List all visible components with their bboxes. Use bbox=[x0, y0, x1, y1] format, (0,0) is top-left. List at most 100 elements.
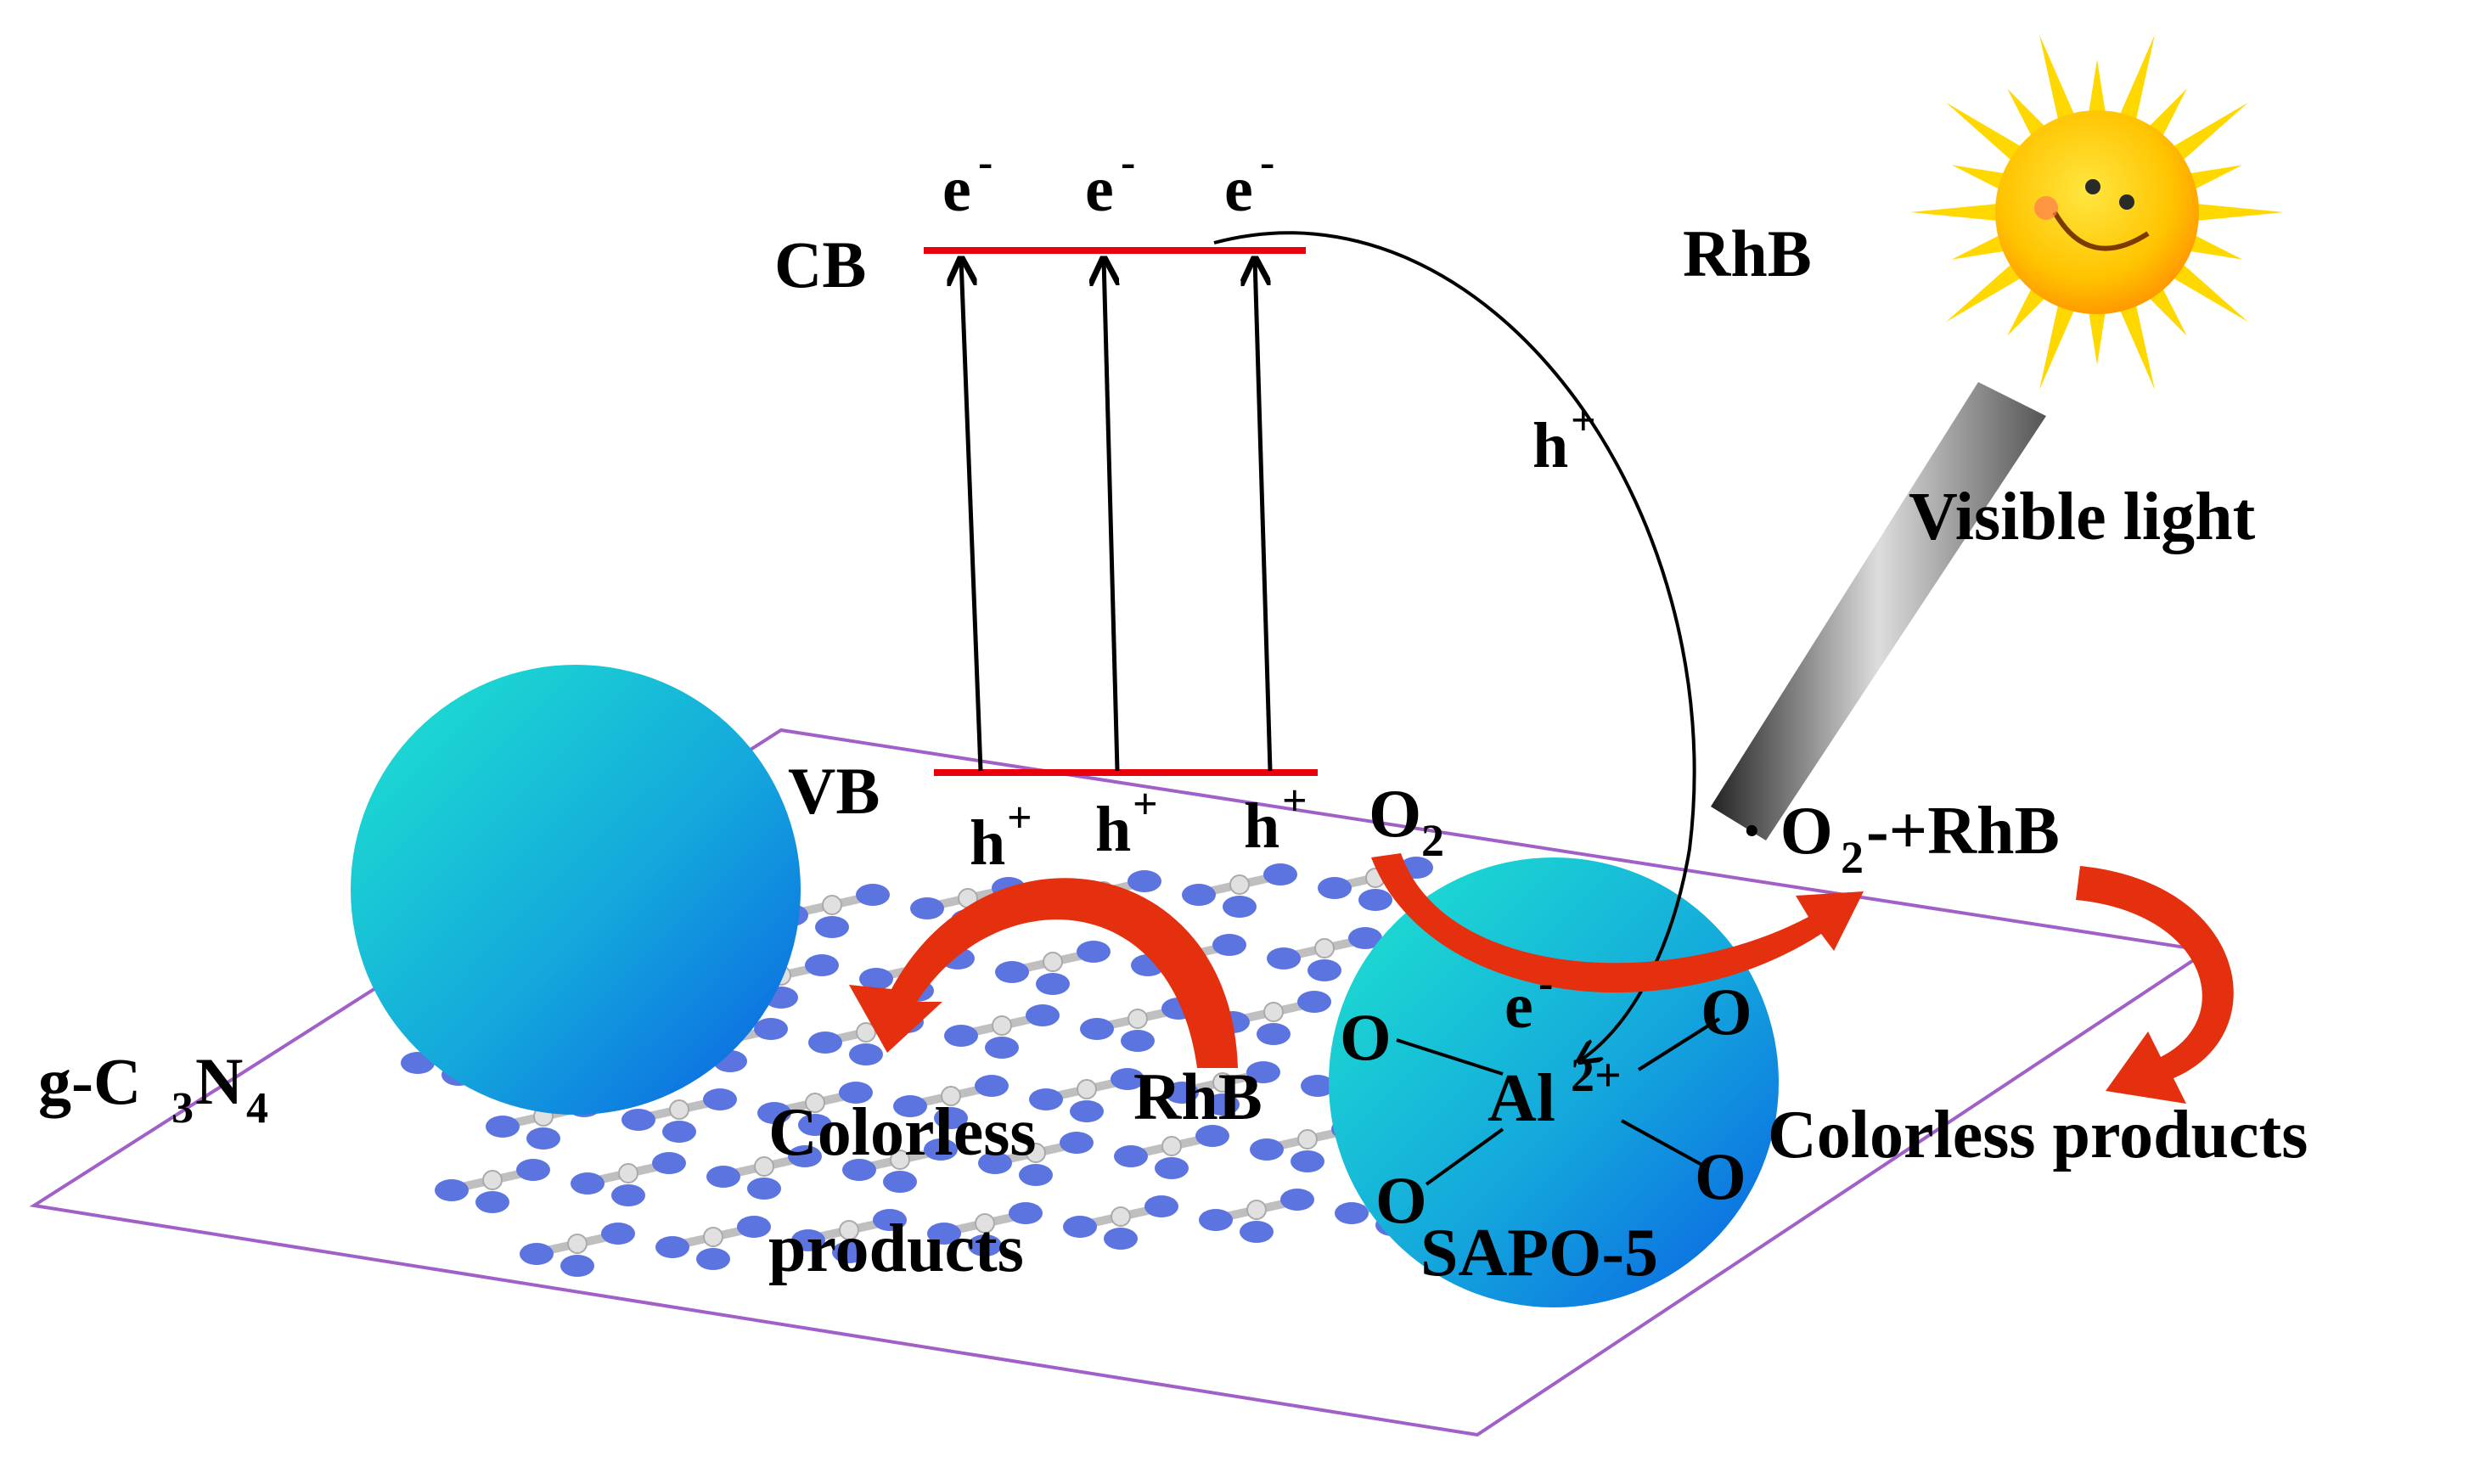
lattice-node bbox=[1335, 1202, 1369, 1224]
electron-at-al-label: e bbox=[1504, 970, 1533, 1042]
lattice-node bbox=[571, 1172, 605, 1195]
lattice-node bbox=[1240, 1221, 1274, 1243]
lattice-node bbox=[1280, 1189, 1314, 1211]
svg-text:4: 4 bbox=[246, 1084, 268, 1133]
svg-text:-: - bbox=[1121, 138, 1135, 187]
lattice-node bbox=[805, 954, 839, 976]
svg-text:e: e bbox=[1085, 154, 1114, 225]
lattice-node bbox=[1212, 934, 1246, 956]
al-o-bond bbox=[1637, 1017, 1721, 1071]
sun-ray bbox=[2088, 309, 2106, 365]
lattice-atom bbox=[1314, 938, 1335, 958]
lattice-atom bbox=[1043, 952, 1063, 972]
lattice-node bbox=[893, 1095, 927, 1117]
lattice-node bbox=[516, 1159, 550, 1181]
lattice-node bbox=[611, 1184, 645, 1206]
lattice-node bbox=[1070, 1100, 1104, 1122]
oxygen-atom-label: O bbox=[1695, 1139, 1746, 1213]
lattice-node bbox=[1060, 1132, 1094, 1154]
svg-text:-: - bbox=[978, 138, 993, 187]
svg-text:2+: 2+ bbox=[1571, 1049, 1622, 1102]
lattice-node bbox=[1144, 1195, 1178, 1217]
svg-text:3: 3 bbox=[172, 1084, 194, 1133]
sun-ray bbox=[2118, 301, 2155, 391]
electron-at-al-charge: - bbox=[1538, 959, 1553, 1008]
svg-text:+: + bbox=[1133, 780, 1158, 829]
lattice-node bbox=[808, 1031, 842, 1054]
lattice-atom bbox=[822, 895, 842, 915]
red-curved-arrow-icon bbox=[849, 878, 1238, 1068]
lattice-node bbox=[655, 1236, 689, 1258]
svg-text:2: 2 bbox=[1841, 832, 1864, 883]
sun-ray bbox=[2170, 102, 2248, 162]
lattice-atom bbox=[1111, 1206, 1131, 1227]
lattice-node bbox=[856, 884, 890, 906]
lattice-atom bbox=[1026, 1143, 1046, 1163]
lattice-node bbox=[944, 1025, 978, 1047]
lattice-node bbox=[1111, 1068, 1144, 1090]
lattice-atom bbox=[1229, 874, 1250, 895]
lattice-node bbox=[1291, 1150, 1324, 1172]
lattice-node bbox=[1246, 1061, 1280, 1083]
rhb-mid-label: RhB bbox=[1133, 1060, 1262, 1133]
oxygen-atom-label: O bbox=[1701, 975, 1752, 1048]
sun-ray bbox=[1951, 233, 2008, 260]
lattice-node bbox=[842, 1159, 876, 1181]
lattice-node bbox=[1307, 959, 1341, 981]
lattice-node bbox=[1155, 1157, 1189, 1179]
lattice-node bbox=[995, 961, 1029, 983]
lattice-node bbox=[788, 1145, 822, 1167]
lattice-node bbox=[1104, 1228, 1138, 1250]
oxygen-molecule-label: O 2 bbox=[1369, 777, 1444, 866]
lattice-node bbox=[1257, 1023, 1291, 1045]
lattice-node bbox=[1206, 1093, 1240, 1116]
vb-label: VB bbox=[788, 754, 880, 828]
lattice-atom bbox=[1246, 1200, 1267, 1220]
svg-text:h: h bbox=[1244, 790, 1279, 862]
sun-ray bbox=[2039, 34, 2076, 123]
light-beam-icon bbox=[1711, 382, 2046, 840]
lattice-atom bbox=[975, 1213, 995, 1234]
lattice-node bbox=[662, 1121, 696, 1143]
electron-label: e - bbox=[942, 138, 993, 225]
lattice-node bbox=[1250, 1138, 1284, 1161]
lattice-node bbox=[486, 1116, 520, 1138]
sun-ray bbox=[2007, 88, 2047, 139]
lattice-node bbox=[1009, 1202, 1043, 1224]
svg-text:g-C: g-C bbox=[38, 1044, 141, 1118]
al-o-bond bbox=[1425, 1127, 1504, 1186]
svg-text:e: e bbox=[1224, 154, 1253, 225]
lattice-node bbox=[1263, 863, 1297, 885]
lattice-node bbox=[747, 1178, 781, 1200]
lattice-atom bbox=[1297, 1129, 1318, 1150]
aluminum-ion-label: Al 2+ bbox=[1487, 1049, 1622, 1136]
lattice-node bbox=[978, 1152, 1012, 1174]
sun-ray bbox=[2118, 34, 2155, 123]
sun-ray bbox=[2170, 262, 2248, 323]
al-o-bond bbox=[1396, 1038, 1504, 1076]
sun-ray bbox=[1910, 203, 2000, 222]
lattice-node bbox=[798, 1114, 832, 1136]
oxygen-atom-label: O bbox=[1340, 1000, 1392, 1074]
g-c3n4-label: g-C 3 N 4 bbox=[38, 1044, 268, 1133]
sun-ray bbox=[2147, 285, 2187, 336]
lattice-node bbox=[839, 1082, 873, 1104]
hole-label: h + bbox=[1244, 777, 1307, 862]
hole-label: h + bbox=[1095, 780, 1158, 865]
excitation-arrow bbox=[1104, 259, 1120, 772]
excitation-arrow bbox=[1255, 259, 1273, 772]
lattice-node bbox=[1036, 973, 1070, 995]
lattice-atom bbox=[618, 1163, 638, 1183]
lattice-node bbox=[520, 1243, 554, 1265]
sun-ray bbox=[2039, 301, 2076, 391]
svg-text:N: N bbox=[195, 1044, 243, 1118]
lattice-node bbox=[1121, 1030, 1155, 1052]
lattice-node bbox=[1318, 877, 1352, 899]
svg-text:-: - bbox=[1260, 138, 1274, 187]
g-c3n4-sphere bbox=[351, 665, 801, 1115]
lattice-atom bbox=[1077, 1079, 1097, 1099]
lattice-node bbox=[1077, 941, 1111, 963]
colorless-products-left-line2: products bbox=[768, 1211, 1024, 1286]
lattice-node bbox=[1301, 1075, 1335, 1097]
lattice-node bbox=[924, 1138, 958, 1161]
